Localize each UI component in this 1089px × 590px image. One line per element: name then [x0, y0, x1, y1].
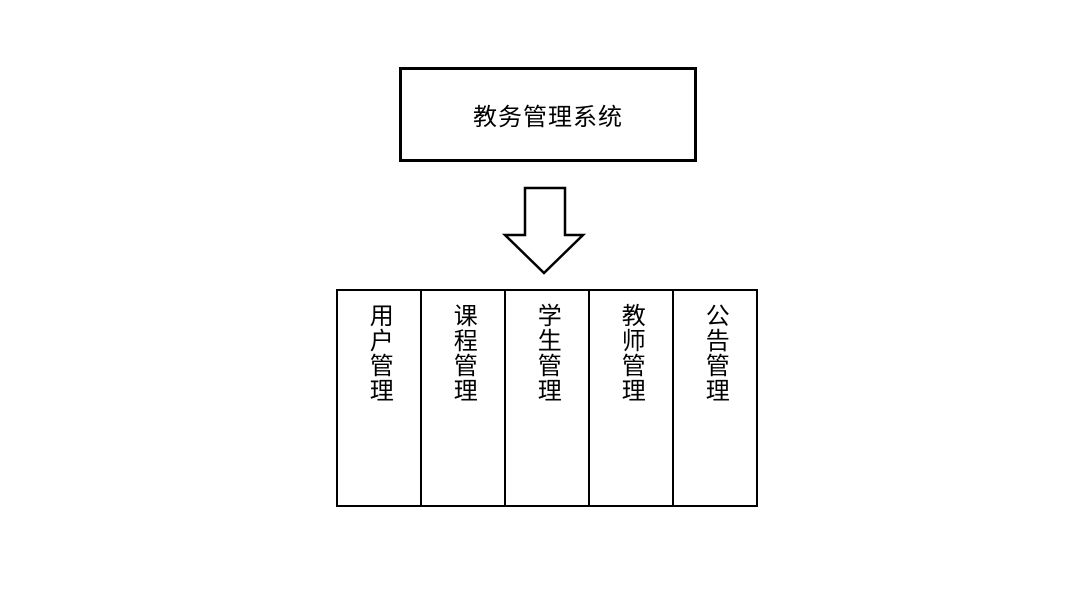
module-label: 公告管理 — [701, 303, 730, 403]
root-node-label: 教务管理系统 — [473, 103, 623, 131]
module-label: 教师管理 — [617, 303, 646, 403]
root-node-system: 教务管理系统 — [399, 67, 697, 162]
down-arrow-icon — [500, 183, 590, 278]
module-node-teacher-management: 教师管理 — [588, 289, 674, 507]
module-node-announcement-management: 公告管理 — [672, 289, 758, 507]
module-node-user-management: 用户管理 — [336, 289, 422, 507]
module-node-course-management: 课程管理 — [420, 289, 506, 507]
module-row: 用户管理 课程管理 学生管理 教师管理 公告管理 — [336, 289, 758, 507]
module-label: 学生管理 — [533, 303, 562, 403]
module-label: 课程管理 — [449, 303, 478, 403]
module-label: 用户管理 — [365, 303, 394, 403]
module-node-student-management: 学生管理 — [504, 289, 590, 507]
